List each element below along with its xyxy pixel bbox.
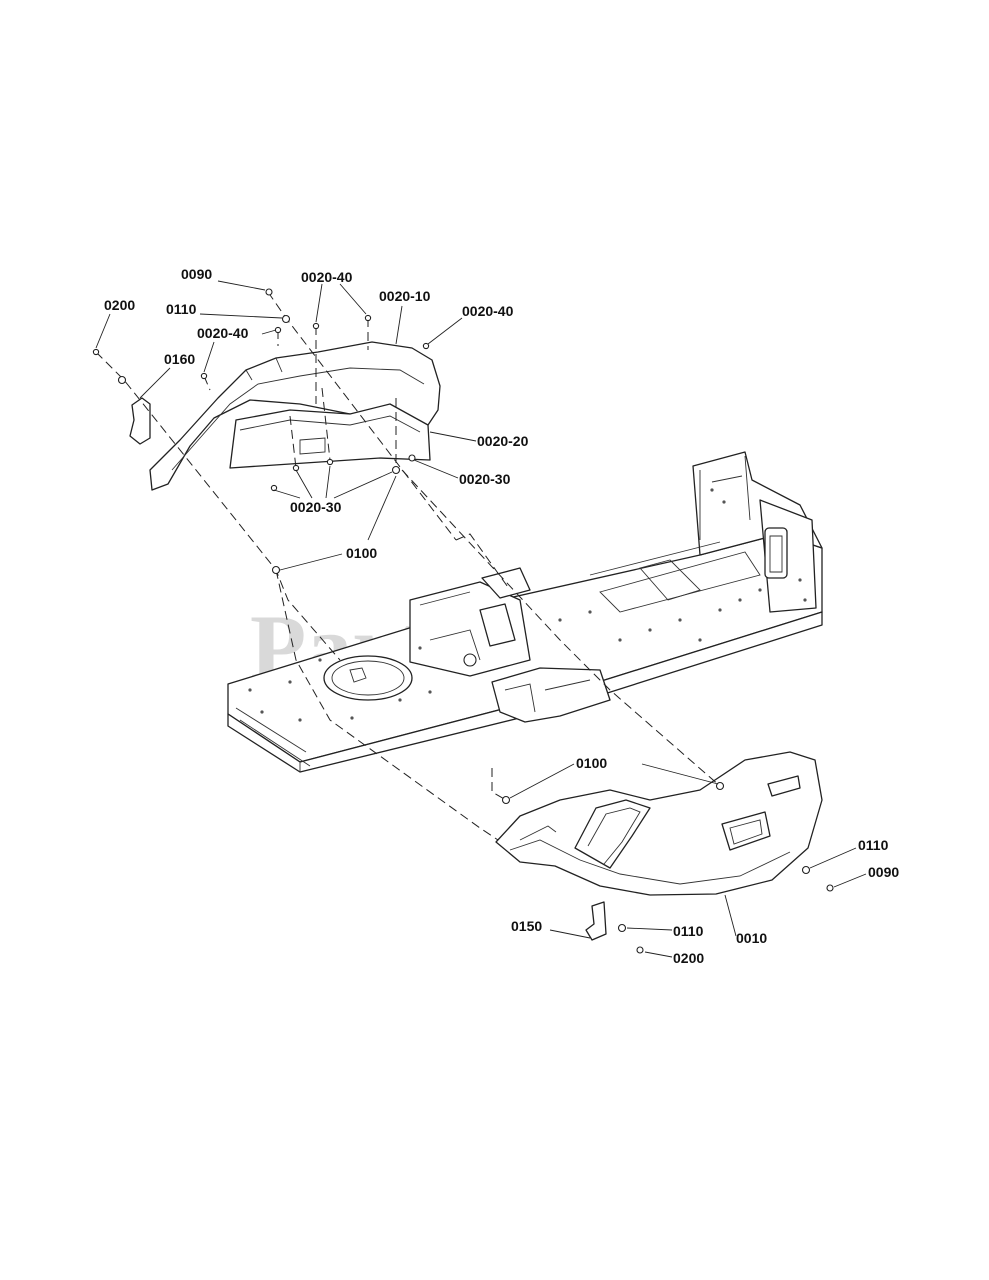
callout-0100-bottom: 0100 bbox=[576, 755, 607, 771]
callout-labels: 0090 0200 0110 0160 0020-40 0020-40 0020… bbox=[104, 266, 899, 966]
main-frame bbox=[227, 451, 823, 773]
callout-0020-10: 0020-10 bbox=[379, 288, 431, 304]
callout-0020-40-a: 0020-40 bbox=[301, 269, 353, 285]
callout-0200-bottom: 0200 bbox=[673, 950, 704, 966]
callout-0020-20: 0020-20 bbox=[477, 433, 529, 449]
callout-0150: 0150 bbox=[511, 918, 542, 934]
callout-0020-40-b: 0020-40 bbox=[197, 325, 249, 341]
callout-0110-top: 0110 bbox=[166, 301, 197, 317]
callout-0010: 0010 bbox=[736, 930, 767, 946]
callout-0200-top: 0200 bbox=[104, 297, 135, 313]
leader-lines bbox=[95, 280, 867, 958]
callout-0090-right: 0090 bbox=[868, 864, 899, 880]
callout-0090-top: 0090 bbox=[181, 266, 212, 282]
lower-fender bbox=[495, 751, 823, 941]
callout-0020-30-b: 0020-30 bbox=[290, 499, 342, 515]
callout-0110-right: 0110 bbox=[858, 837, 889, 853]
callout-0160: 0160 bbox=[164, 351, 195, 367]
callout-0020-40-c: 0020-40 bbox=[462, 303, 514, 319]
callout-0100-top: 0100 bbox=[346, 545, 377, 561]
upper-shroud-assembly bbox=[129, 341, 441, 491]
callout-0110-bottom: 0110 bbox=[673, 923, 704, 939]
hardware bbox=[92, 288, 834, 954]
callout-0020-30-a: 0020-30 bbox=[459, 471, 511, 487]
